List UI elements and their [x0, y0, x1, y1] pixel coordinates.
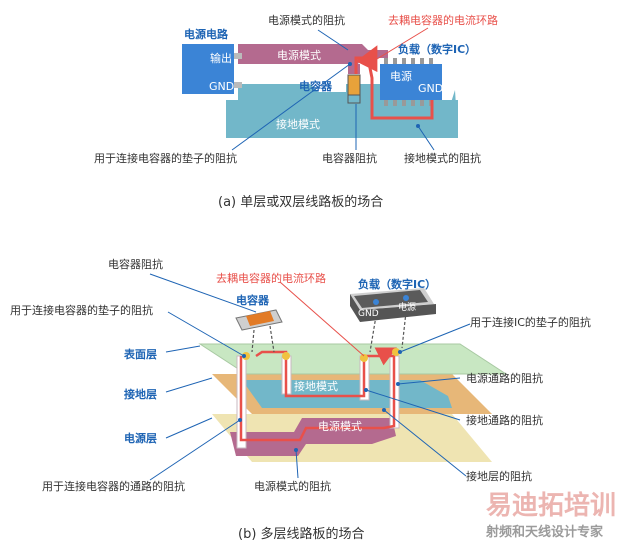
ann-ground-via: 接地通路的阻抗 [466, 413, 543, 427]
ann-cap-via: 用于连接电容器的通路的阻抗 [42, 479, 185, 493]
load-title: 负载（数字IC） [398, 42, 476, 56]
power-circuit-title: 电源电路 [184, 27, 229, 41]
out-pin [234, 53, 242, 59]
leaders [149, 273, 471, 481]
ann-current-loop: 去耦电容器的电流环路 [388, 13, 498, 27]
multi-layer-diagram: 电容器阻抗 去耦电容器的电流环路 负载（数字IC） 用于连接电容器的垫子的阻抗 … [10, 257, 591, 542]
watermark: 易迪拓培训 射频和天线设计专家 [485, 491, 616, 540]
leader-dot [416, 124, 420, 128]
ground-plane-label: 接地模式 [276, 118, 320, 131]
ann-power-pattern: 电源模式的阻抗 [254, 479, 331, 493]
ann-ground-impedance: 接地模式的阻抗 [404, 151, 481, 165]
ic-drop-line [401, 311, 407, 349]
single-layer-diagram: 电源电路 输出 GND 电源模式 接地模式 电容器 负载（数字IC） 电源 GN… [94, 13, 498, 210]
capacitor-component [235, 309, 283, 331]
ann-pad-impedance-b: 用于连接电容器的垫子的阻抗 [10, 303, 153, 317]
ic-gnd-label: GND [418, 82, 443, 95]
watermark-tagline: 射频和天线设计专家 [485, 524, 604, 540]
capacitor-label-b: 电容器 [236, 293, 270, 307]
power-pattern-label: 电源模式 [318, 419, 362, 433]
power-plane-label: 电源模式 [277, 48, 321, 62]
loop-arrow [374, 347, 397, 366]
ic-component [350, 288, 436, 322]
gnd-pin [234, 82, 242, 88]
leader [417, 125, 435, 151]
load-title-b: 负载（数字IC） [358, 277, 436, 291]
ic-gnd-label-b: GND [358, 309, 379, 319]
out-label: 输出 [210, 51, 232, 65]
loop-arrow [355, 45, 378, 73]
ic-power-label: 电源 [390, 69, 412, 83]
capacitor-top-pad [348, 64, 360, 74]
layer-ground-label: 接地层 [124, 387, 157, 401]
ann-power-via: 电源通路的阻抗 [466, 371, 543, 385]
cap-drop-line [269, 325, 275, 353]
ann-ic-pad-impedance: 用于连接IC的垫子的阻抗 [470, 315, 591, 329]
ann-cap-impedance-b: 电容器阻抗 [108, 257, 163, 271]
leader [371, 27, 429, 63]
ground-pattern-shape [242, 380, 452, 408]
watermark-brand: 易迪拓培训 [486, 491, 616, 521]
layer-surface-label: 表面层 [123, 347, 157, 361]
ground-pattern-label: 接地模式 [294, 380, 338, 393]
layer-power-label: 电源层 [124, 431, 157, 445]
capacitor-label: 电容器 [299, 79, 333, 93]
gnd-left-label: GND [209, 80, 234, 93]
ann-power-impedance: 电源模式的阻抗 [268, 13, 345, 27]
ann-ground-layer: 接地层的阻抗 [466, 469, 532, 483]
leader [231, 63, 351, 151]
ic-power-label-b: 电源 [398, 301, 416, 313]
power-circuit-block [182, 44, 234, 94]
ann-cap-impedance: 电容器阻抗 [322, 151, 377, 165]
capacitor-bottom-pad [347, 94, 361, 104]
capacitor-body [347, 74, 361, 96]
ann-current-loop-b: 去耦电容器的电流环路 [216, 271, 326, 285]
leader-dot [348, 62, 352, 66]
ic-pins-top [384, 58, 433, 64]
cap-drop-line [251, 329, 255, 353]
ic-drop-line [369, 315, 377, 353]
ann-pad-impedance: 用于连接电容器的垫子的阻抗 [94, 151, 237, 165]
caption-a: (a) 单层或双层线路板的场合 [218, 194, 383, 210]
leader [317, 29, 349, 51]
caption-b: (b) 多层线路板的场合 [238, 526, 365, 542]
ic-body [380, 64, 442, 100]
power-pattern-shape [238, 44, 388, 64]
leader-dots [238, 350, 402, 452]
